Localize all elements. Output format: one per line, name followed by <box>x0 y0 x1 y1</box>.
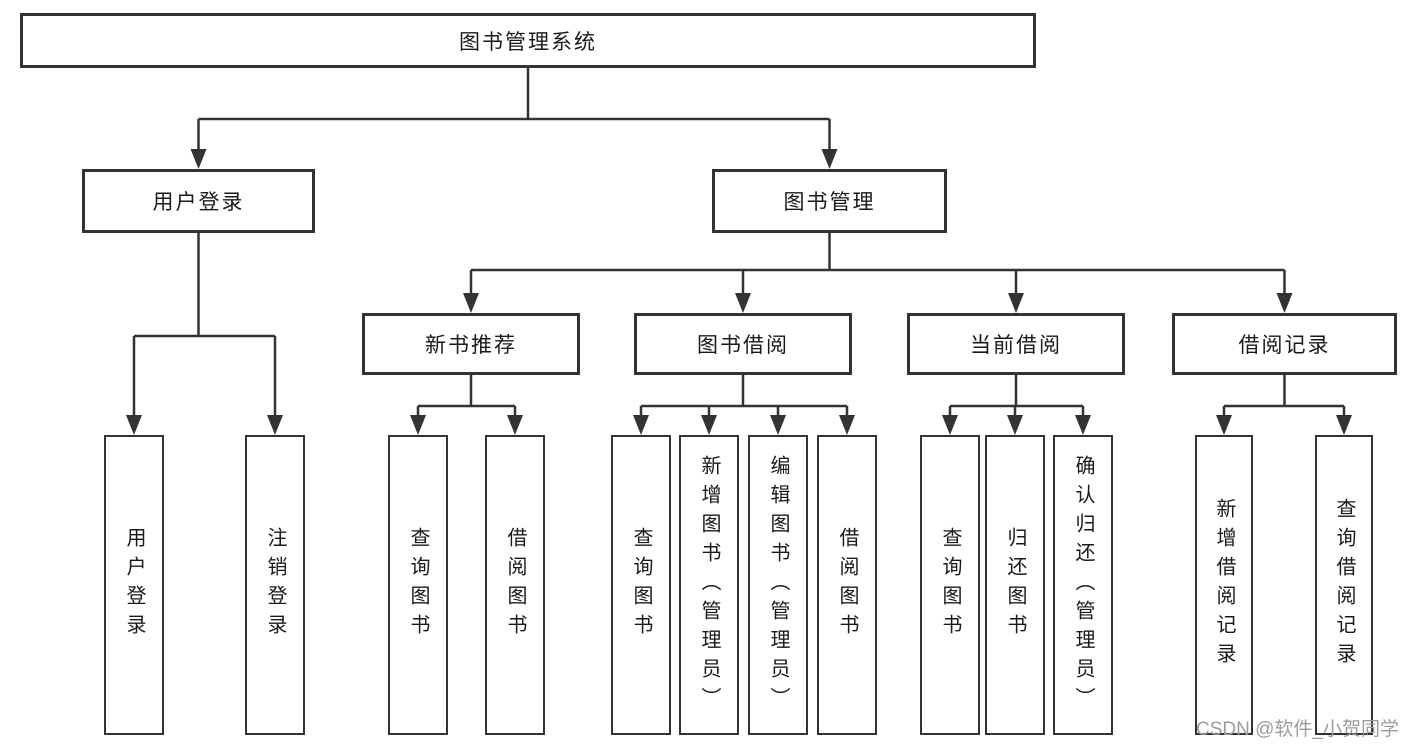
node-user-login: 用户登录 <box>82 169 315 233</box>
node-leaf-query-books-current: 查询图书 <box>920 435 980 735</box>
arrowhead-icons <box>126 149 1352 435</box>
node-new-book-recommend: 新书推荐 <box>362 313 580 375</box>
node-leaf-borrow-books: 借阅图书 <box>817 435 877 735</box>
node-leaf-query-books-borrow: 查询图书 <box>611 435 671 735</box>
node-leaf-confirm-return-admin: 确认归还（管理员） <box>1053 435 1113 735</box>
node-leaf-logout: 注销登录 <box>245 435 305 735</box>
node-leaf-query-books-recommend: 查询图书 <box>388 435 448 735</box>
node-current-borrow: 当前借阅 <box>907 313 1125 375</box>
node-leaf-borrow-books-recommend: 借阅图书 <box>485 435 545 735</box>
node-leaf-user-login: 用户登录 <box>104 435 164 735</box>
node-leaf-return-books: 归还图书 <box>985 435 1045 735</box>
node-book-management: 图书管理 <box>712 169 947 233</box>
node-leaf-add-borrow-record: 新增借阅记录 <box>1195 435 1253 735</box>
node-root-library-system: 图书管理系统 <box>20 13 1036 68</box>
node-borrow-records: 借阅记录 <box>1172 313 1397 375</box>
node-leaf-edit-books-admin: 编辑图书（管理员） <box>748 435 808 735</box>
node-book-borrow: 图书借阅 <box>634 313 852 375</box>
node-leaf-query-borrow-record: 查询借阅记录 <box>1315 435 1373 735</box>
node-leaf-add-books-admin: 新增图书（管理员） <box>679 435 739 735</box>
csdn-watermark: CSDN @软件_小贺同学 <box>1196 719 1399 740</box>
